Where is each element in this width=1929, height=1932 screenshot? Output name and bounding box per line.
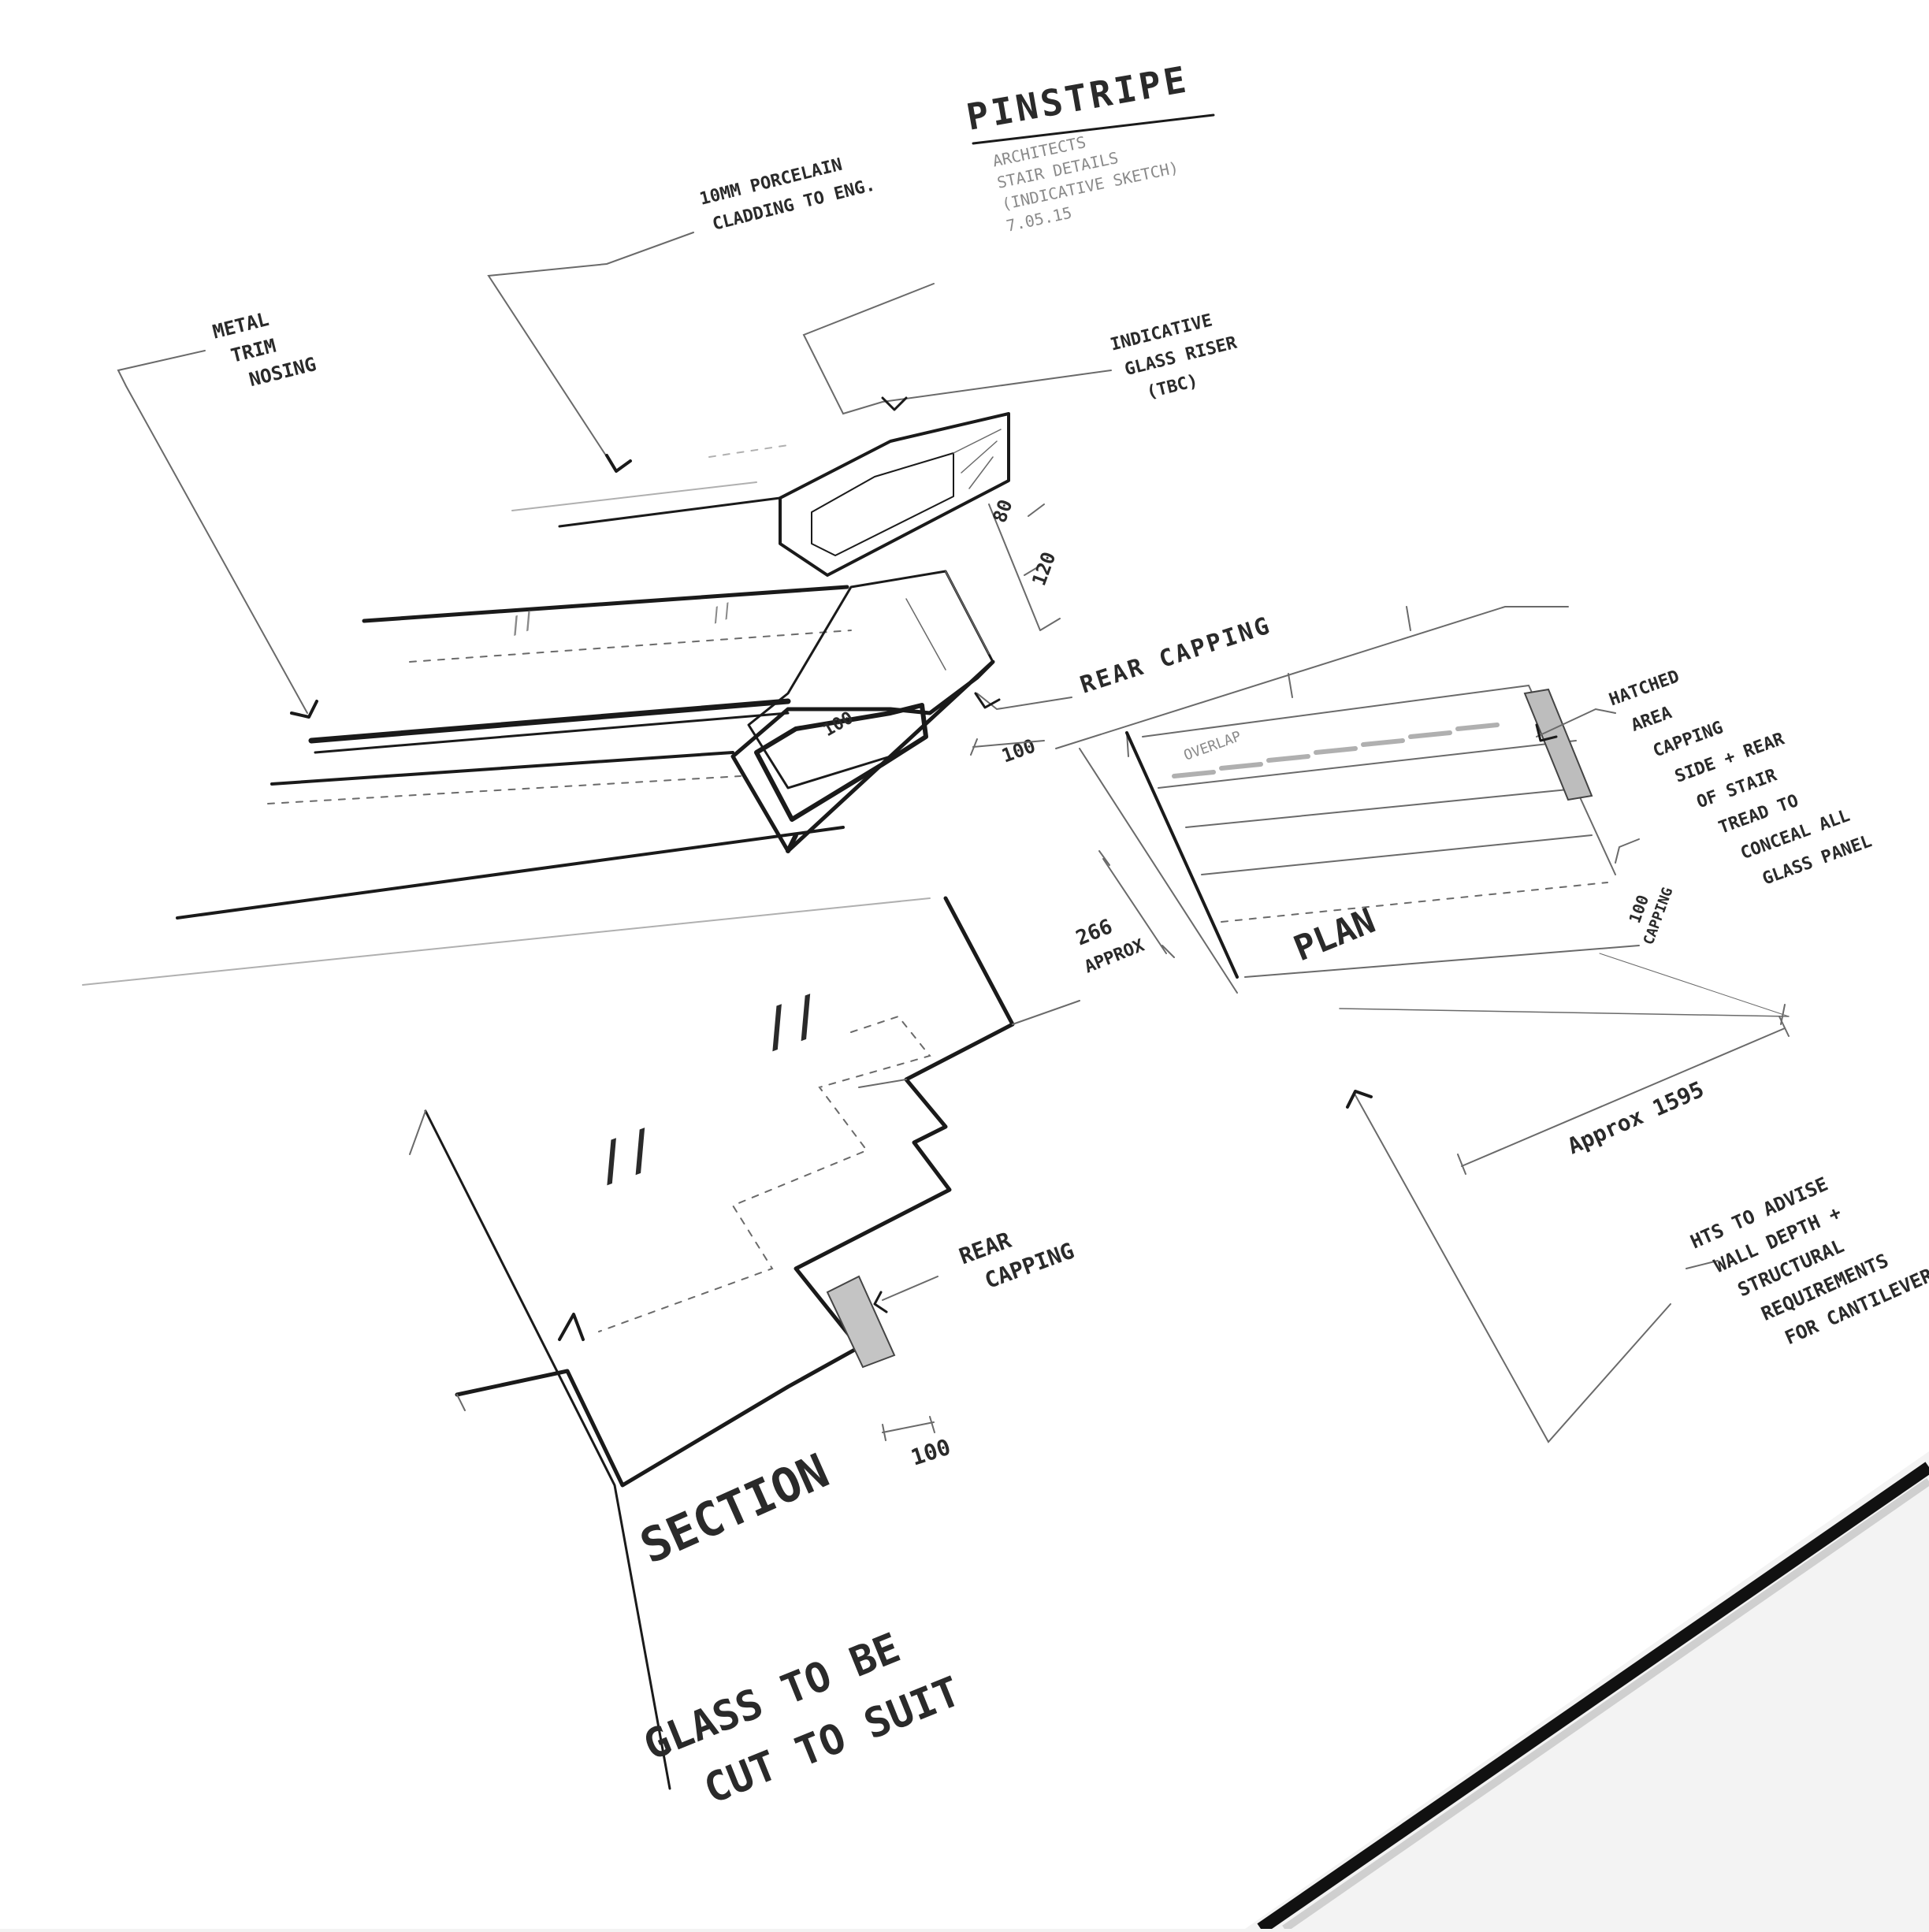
page-edge	[1257, 1462, 1929, 1932]
glass-riser-leader	[802, 283, 1112, 415]
upper-tread-edge	[558, 496, 782, 528]
section-stair-profile	[455, 896, 1015, 1488]
metal-trim-leader	[117, 350, 308, 714]
title-underline	[972, 113, 1215, 145]
iso-baseline	[176, 826, 845, 920]
section-glass-line	[424, 1109, 671, 1790]
plan-capping-hatch	[1523, 688, 1593, 801]
middle-tread-edge	[362, 585, 849, 623]
lower-riser-box	[730, 659, 995, 853]
porcelain-leader	[487, 232, 694, 470]
rear-capping-leader	[976, 693, 1072, 711]
lower-riser-glass	[754, 703, 928, 822]
section-rear-capping-hatch	[826, 1275, 896, 1369]
plan-hatch-strip	[1172, 723, 1500, 778]
upper-riser-box	[779, 412, 1010, 577]
page-edge-shadow	[1282, 1477, 1929, 1932]
plan-wall-line	[1125, 731, 1239, 979]
lower-tread-edge	[308, 698, 791, 744]
